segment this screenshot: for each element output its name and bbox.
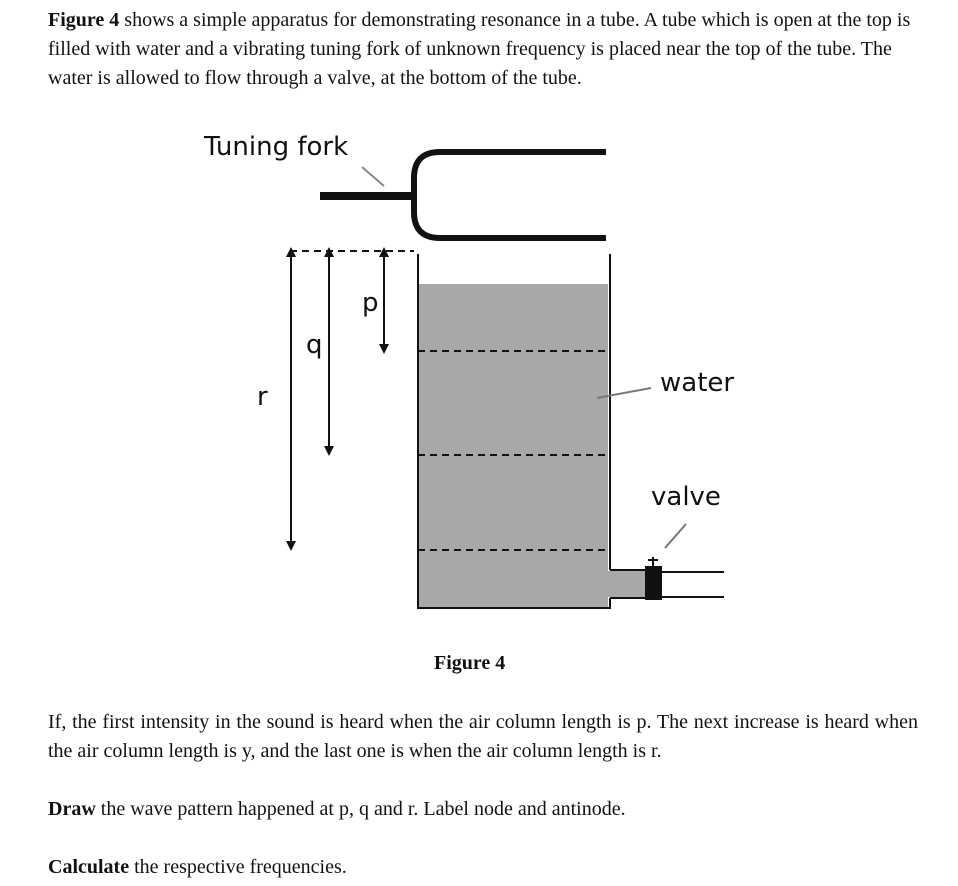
calculate-task: Calculate the respective frequencies. [48, 853, 347, 882]
question-paragraph: If, the first intensity in the sound is … [48, 711, 918, 762]
valve-label: valve [651, 482, 721, 512]
figure-reference: Figure 4 [48, 9, 120, 31]
water-pointer [596, 387, 652, 399]
intro-text: shows a simple apparatus for demonstrati… [48, 9, 911, 89]
draw-text: the wave pattern happened at p, q and r.… [95, 798, 626, 820]
draw-keyword: Draw [48, 798, 96, 820]
valve-pointer [664, 523, 687, 549]
draw-task: Draw the wave pattern happened at p, q a… [48, 795, 626, 824]
valve-icon [645, 557, 662, 600]
q-label: q [306, 330, 323, 360]
calculate-keyword: Calculate [48, 856, 130, 878]
tuning-fork-pointer [361, 166, 385, 187]
calculate-text: the respective frequencies. [129, 856, 347, 878]
water-label: water [660, 368, 734, 398]
outlet-pipe-water [608, 571, 646, 597]
figure-caption: Figure 4 [434, 652, 506, 674]
tuning-fork [320, 149, 606, 241]
intro-paragraph: Figure 4 shows a simple apparatus for de… [48, 6, 918, 93]
tuning-fork-label: Tuning fork [203, 132, 348, 162]
tube [417, 254, 724, 609]
p-label: p [362, 288, 379, 318]
r-label: r [257, 382, 268, 412]
water-column [418, 284, 608, 607]
dashed-levels [290, 250, 608, 551]
